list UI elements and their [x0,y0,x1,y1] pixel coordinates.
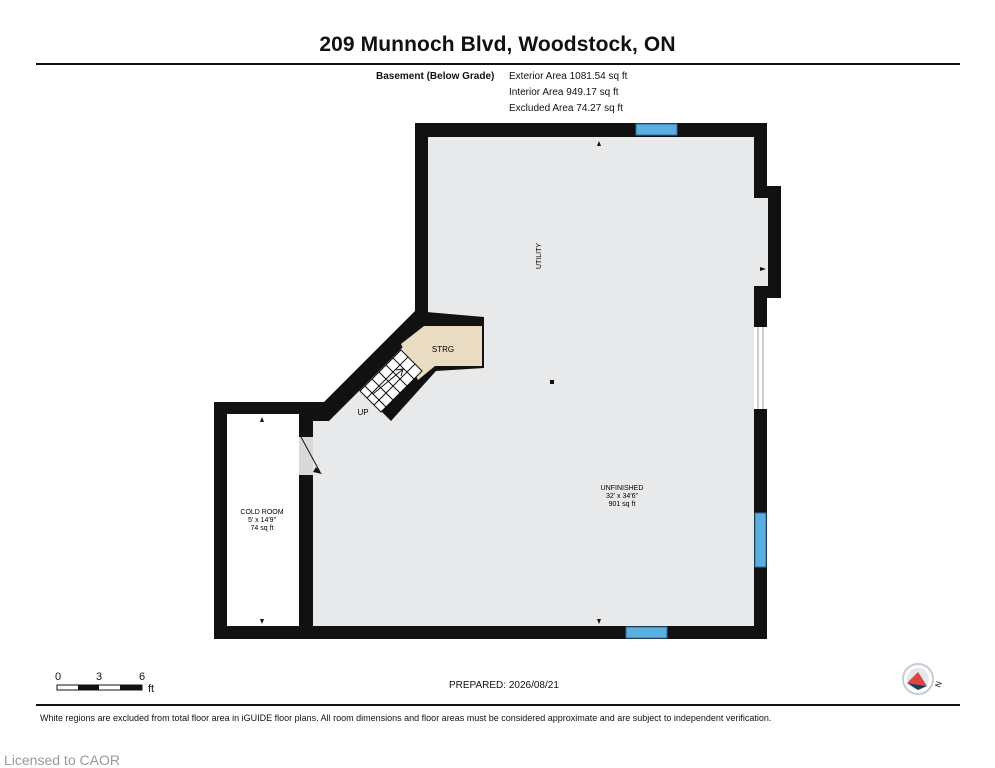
prepared-date: PREPARED: 2026/08/21 [449,680,559,691]
basement-floor [313,137,768,626]
excluded-area: Excluded Area 74.27 sq ft [509,103,623,114]
top-wall-segment [550,127,620,137]
windows [625,123,767,639]
interior-area: Interior Area 949.17 sq ft [509,87,619,98]
storage-room [401,326,482,380]
scale-tick-0: 0 [55,671,62,683]
cold-room-area: 74 sq ft [251,525,274,532]
window-top [635,123,678,136]
window-right [754,512,767,568]
cold-arrow-down-icon [260,619,264,624]
arrow-right-icon [760,267,766,271]
bottom-rule [36,704,960,706]
cold-room [214,402,314,639]
right-wall-opening [754,327,767,409]
center-marker [550,380,554,384]
utility-label: UTILITY [536,243,543,269]
scale-unit: ft [148,683,155,695]
exterior-area: Exterior Area 1081.54 sq ft [509,71,628,82]
scale-bar [56,684,143,691]
stair-arrowhead-icon [395,368,404,377]
arrow-down-icon [597,619,601,624]
cold-room-name: COLD ROOM [240,509,283,516]
dimension-arrows [260,141,766,624]
north-compass-icon [902,663,934,695]
arrow-up-icon [597,141,601,146]
cold-room-dimensions: 5' x 14'9" [248,517,277,524]
door-arrow-icon [313,467,322,474]
strg-label: STRG [432,345,454,354]
unfinished-name: UNFINISHED [601,485,644,492]
licensed-watermark: Licensed to CAOR [4,752,120,768]
plan-title: 209 Munnoch Blvd, Woodstock, ON [319,33,676,56]
north-label: N [933,680,944,689]
disclaimer: White regions are excluded from total fl… [40,713,772,723]
top-rule [36,63,960,65]
cold-arrow-up-icon [260,417,264,422]
unfinished-dimensions: 32' x 34'6" [606,493,639,500]
scale-tick-3: 3 [96,671,103,683]
stair-treads [359,349,423,413]
unfinished-area: 901 sq ft [609,501,636,508]
stair-arrow-icon [372,369,403,395]
window-bottom [625,626,668,639]
cold-room-door [299,436,322,475]
cold-room-floor [227,414,299,626]
scale-tick-6: 6 [139,671,146,683]
stairs-up-label: UP [357,408,368,417]
floor-heading: Basement (Below Grade) [376,71,495,82]
